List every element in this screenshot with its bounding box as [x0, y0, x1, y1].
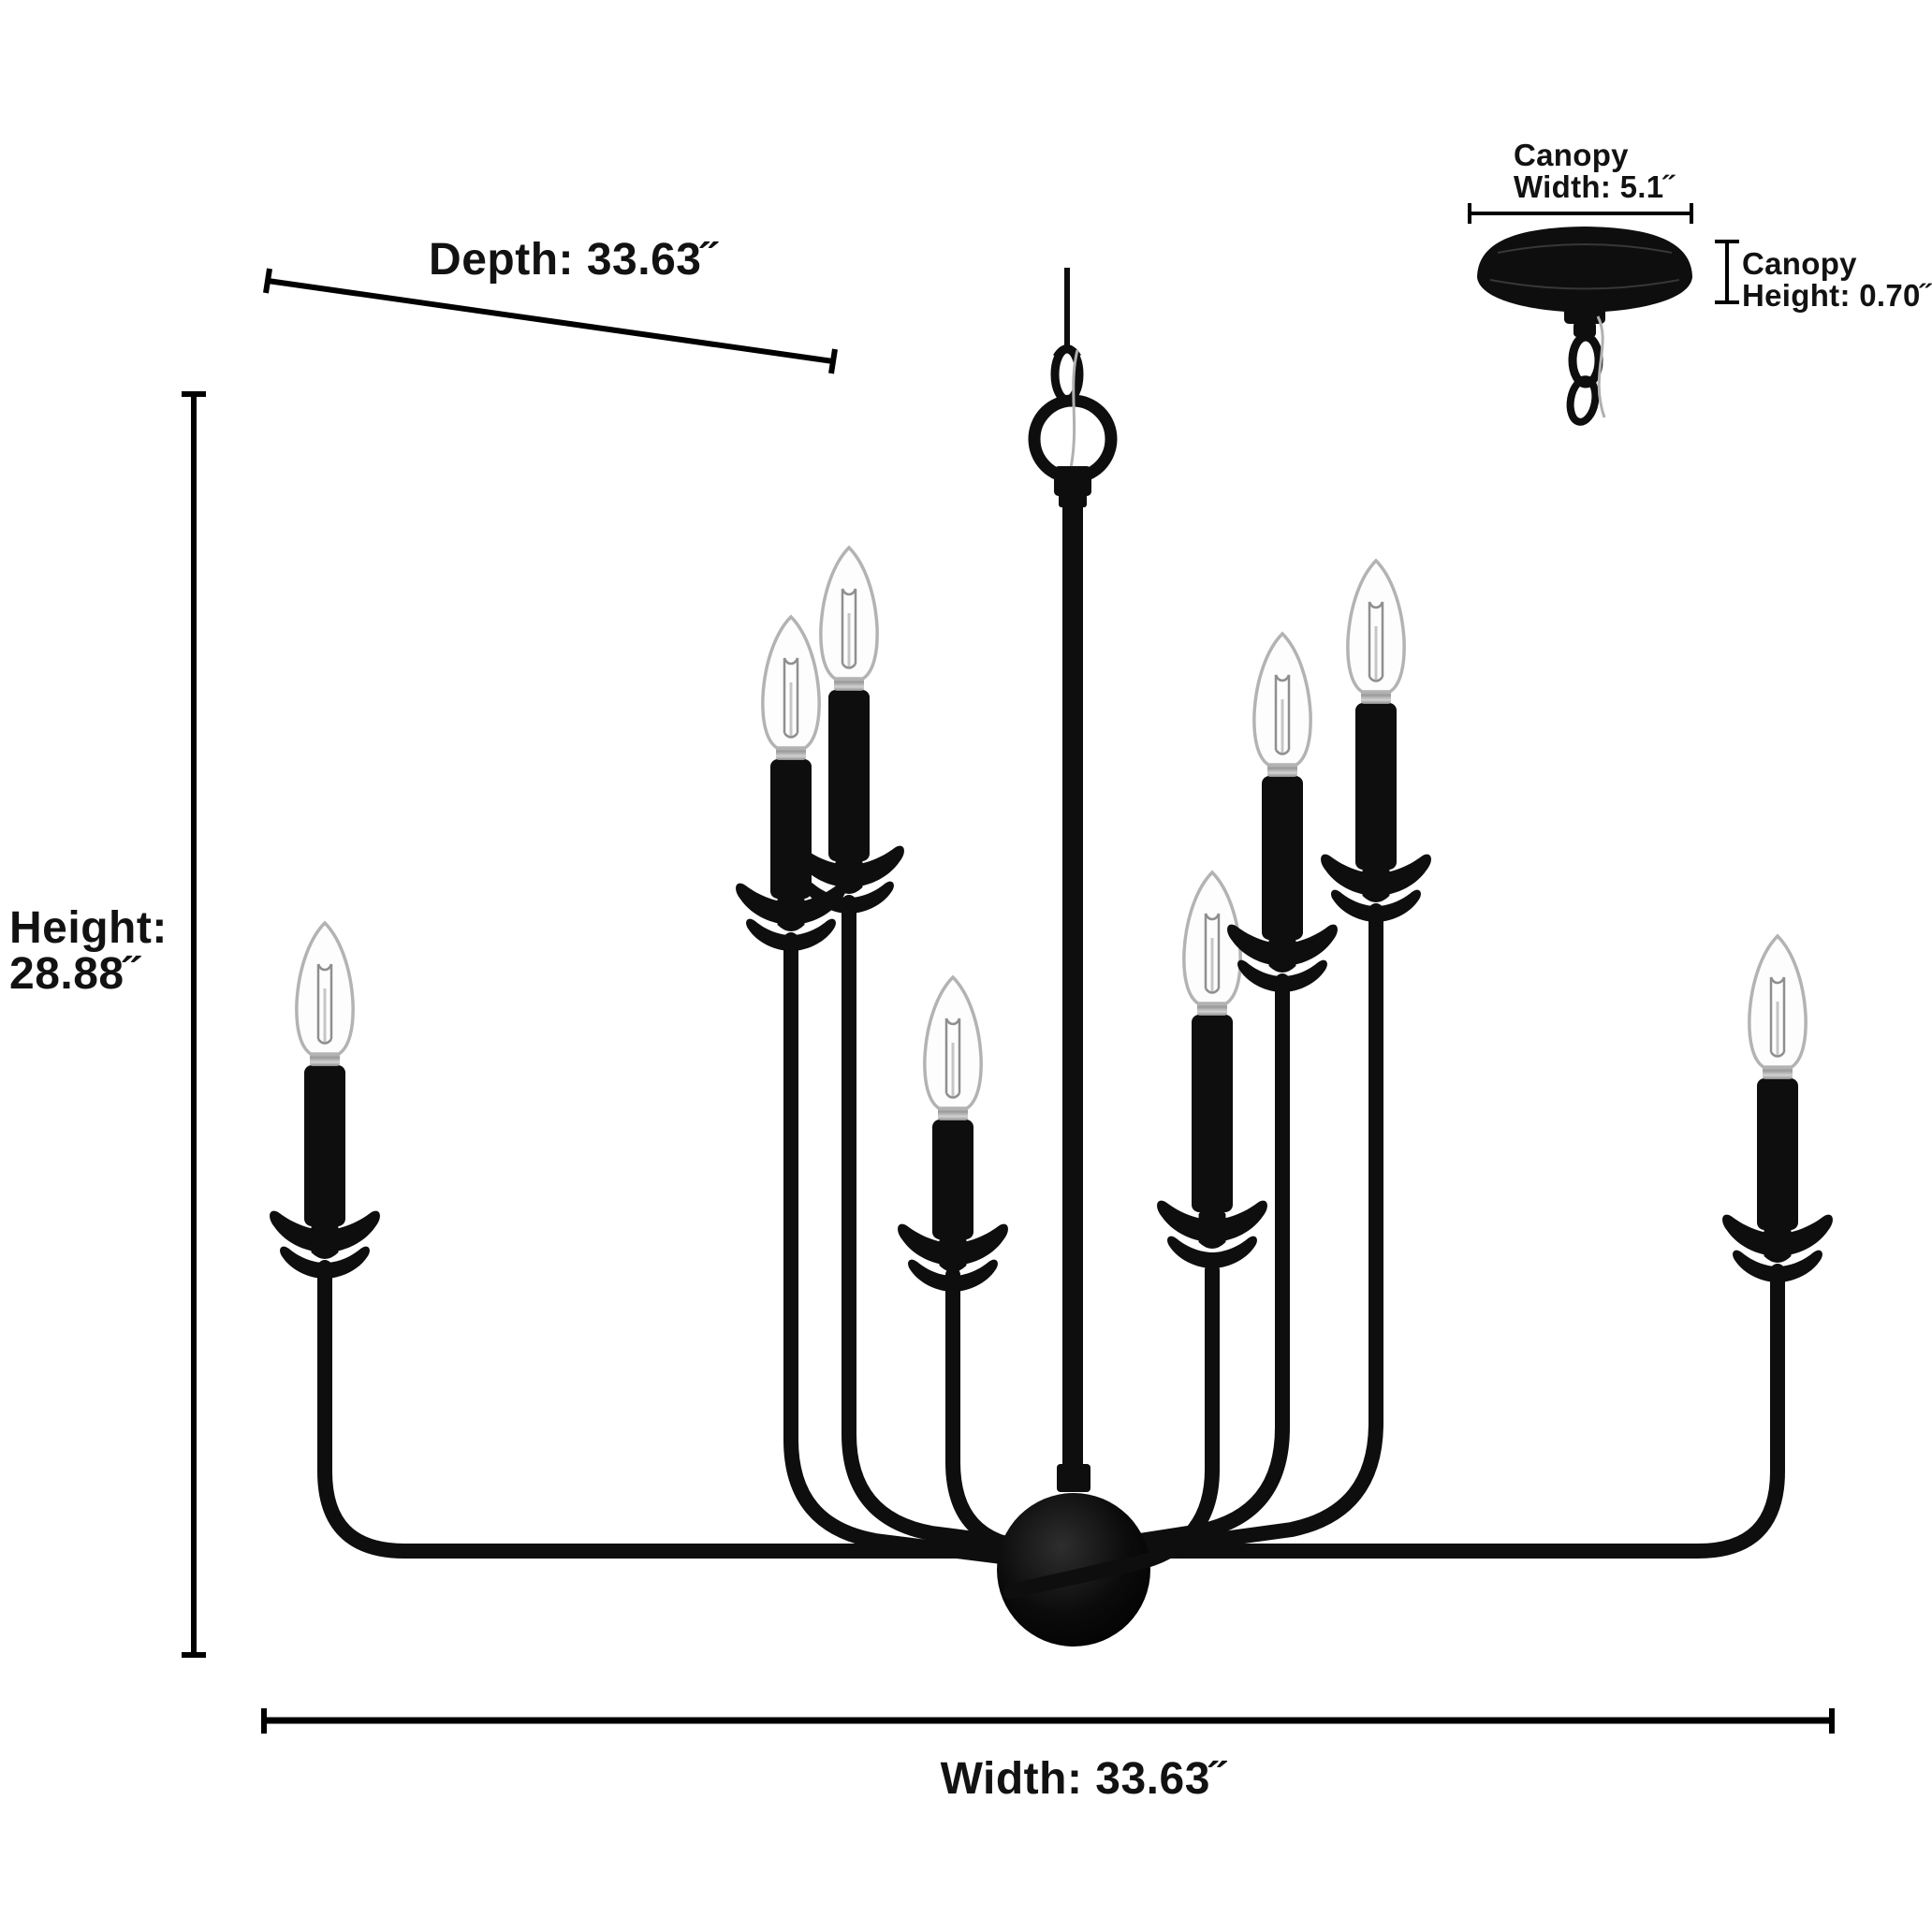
leaf-ornament: [1157, 1200, 1267, 1268]
candle-far-right: [1722, 934, 1833, 1282]
canopy-plate: [1477, 227, 1692, 313]
canopy-width-label-line2: Width: 5.1˝: [1514, 169, 1676, 204]
light-bulb: [295, 921, 355, 1056]
leaf-ornament: [736, 883, 846, 951]
canopy-hub: [1564, 307, 1605, 324]
canopy-ridge-bottom: [1489, 279, 1680, 290]
height-label-line1: Height:: [9, 903, 168, 953]
arm-mid-right: [1003, 1263, 1220, 1599]
arm-left-pair-inner: [842, 895, 1061, 1557]
light-bulb: [761, 615, 821, 750]
leaf-ornament: [1722, 1214, 1833, 1282]
height-label-line2: 28.88˝: [9, 949, 142, 999]
leaf-ornament: [1321, 854, 1431, 922]
depth-label: Depth: 33.63˝: [429, 235, 719, 285]
leaf-ornament: [270, 1210, 380, 1279]
canopy-inset: Canopy Width: 5.1˝ Canopy Height: 0.70˝: [1468, 138, 1932, 426]
canopy-chain-link-1: [1568, 332, 1603, 388]
candle-far-left: [270, 921, 380, 1279]
light-bulb: [923, 975, 983, 1110]
depth-dimension: Depth: 33.63˝: [263, 235, 838, 374]
light-bulb: [1252, 632, 1312, 767]
canopy-safety-wire: [1596, 315, 1606, 418]
candle-sleeve: [1757, 1078, 1798, 1230]
light-bulb: [1748, 934, 1808, 1069]
candle-sleeve: [828, 690, 870, 861]
canopy-chain-link-2: [1566, 375, 1600, 426]
arm-far-right: [1064, 1264, 1785, 1559]
safety-cable: [1069, 349, 1079, 469]
candle-right-pair-inner: [1227, 632, 1338, 992]
candle-sleeve: [304, 1065, 345, 1226]
width-label: Width: 33.63˝: [941, 1754, 1228, 1804]
chandelier-illustration: [270, 268, 1833, 1647]
column-collar: [1057, 1464, 1090, 1492]
height-dimension: Height: 28.88˝: [9, 391, 206, 1658]
candle-sleeve: [1355, 703, 1397, 870]
candle-mid-left: [898, 975, 1008, 1292]
candle-sleeve: [1192, 1015, 1233, 1212]
arm-far-left: [317, 1260, 1084, 1559]
canopy-height-label-line1: Canopy: [1742, 246, 1857, 281]
canopy-width-label-line1: Canopy: [1514, 138, 1629, 172]
width-dimension: Width: 33.63˝: [261, 1708, 1835, 1804]
canopy-nut: [1573, 322, 1596, 337]
candle-sleeve: [1262, 776, 1303, 940]
arm-right-pair-outer: [1106, 903, 1383, 1561]
candle-right-pair-outer: [1321, 559, 1431, 922]
leaf-ornament: [1227, 924, 1338, 992]
candle-sleeve: [932, 1120, 973, 1239]
depth-tick-left: [263, 268, 272, 294]
candle-left-pair-inner: [794, 546, 904, 914]
depth-tick-right: [828, 348, 838, 374]
canopy-ridge-top: [1497, 243, 1673, 254]
leaf-ornament: [898, 1223, 1008, 1292]
candle-sleeve: [770, 759, 812, 899]
hanging-wire: [1064, 268, 1070, 352]
depth-dimension-line: [267, 278, 834, 364]
ring-collar: [1054, 466, 1091, 496]
center-column: [1062, 504, 1083, 1477]
candle-mid-right: [1157, 871, 1267, 1268]
light-bulb: [1346, 559, 1406, 694]
canopy-height-label-line2: Height: 0.70˝: [1742, 278, 1932, 313]
arm-left-pair-outer: [783, 932, 1046, 1569]
light-bulb: [819, 546, 879, 681]
arm-right-pair-inner: [1078, 973, 1290, 1557]
